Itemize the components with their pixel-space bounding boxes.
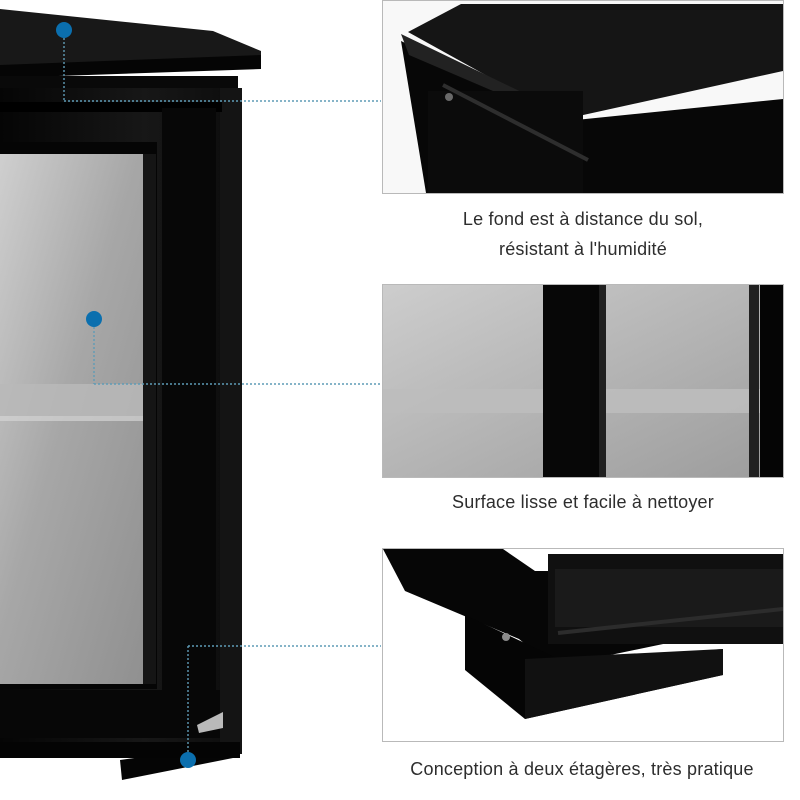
sliding-door-frame — [543, 285, 599, 477]
cabinet-foot-front — [525, 649, 723, 719]
cabinet-foot-screw — [502, 633, 510, 641]
glass-side-frame — [143, 154, 156, 684]
cabinet-corner-top — [408, 4, 783, 119]
door-slider-highlight — [197, 712, 223, 733]
caption-smooth-surface: Surface lisse et facile à nettoyer — [382, 487, 784, 517]
detail-panel-smooth-surface — [382, 284, 784, 478]
cabinet-side-stile — [220, 88, 242, 754]
cabinet-upper-rail — [0, 76, 238, 90]
caption-line: Conception à deux étagères, très pratiqu… — [410, 759, 754, 779]
door-vertical-rail — [162, 108, 216, 728]
cabinet-base-edge — [0, 742, 240, 758]
hardware-screw — [445, 93, 453, 101]
caption-two-shelves: Conception à deux étagères, très pratiqu… — [364, 754, 800, 784]
caption-line: Le fond est à distance du sol, — [462, 209, 704, 229]
closeup-cabinet-foot-photo — [383, 549, 783, 741]
cabinet-main-photo — [0, 0, 262, 800]
door-frame-edge — [599, 285, 606, 477]
caption-line: résistant à l'humidité — [499, 239, 667, 259]
detail-panel-raised-base — [382, 0, 784, 194]
right-door-frame — [760, 285, 783, 477]
visible-inner-shelf — [0, 384, 151, 416]
detail-panel-two-shelves — [382, 548, 784, 742]
closeup-top-corner-photo — [383, 1, 783, 193]
closeup-glass-doors-photo — [383, 285, 783, 477]
door-frame-shadow — [749, 285, 759, 477]
cabinet-corner-groove — [442, 83, 589, 162]
cabinet-bottom-rail — [0, 690, 220, 738]
caption-raised-base: Le fond est à distance du sol, résistant… — [382, 204, 784, 264]
cabinet-bottom-recess — [555, 569, 783, 627]
door-top-rail — [0, 102, 222, 112]
shelf-edge-line — [557, 607, 783, 635]
shelf-highlight — [0, 416, 151, 421]
black-cabinet-with-sliding-glass-doors — [0, 0, 262, 800]
cabinet-corner-panel — [428, 91, 583, 193]
caption-line: Surface lisse et facile à nettoyer — [452, 492, 714, 512]
cabinet-top-edge — [0, 55, 261, 78]
